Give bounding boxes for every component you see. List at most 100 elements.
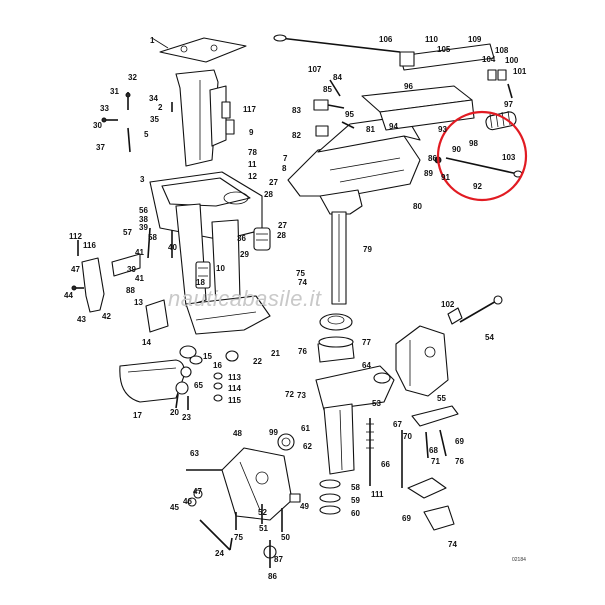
part-clamp-bolt [447, 295, 503, 325]
callout-label: 34 [149, 94, 158, 103]
callout-label: 33 [100, 104, 109, 113]
callout-label: 27 [269, 178, 278, 187]
callout-label: 40 [168, 243, 177, 252]
part-rings [319, 479, 341, 515]
callout-label: 76 [455, 457, 464, 466]
callout-label: 15 [203, 352, 212, 361]
callout-label: 62 [303, 442, 312, 451]
callout-label: 95 [345, 110, 354, 119]
callout-label: 65 [194, 381, 203, 390]
callout-label: 72 [285, 390, 294, 399]
callout-label: 28 [277, 231, 286, 240]
callout-label: 13 [134, 298, 143, 307]
callout-label: 1 [150, 36, 155, 45]
callout-label: 74 [448, 540, 457, 549]
callout-label: 86 [268, 572, 277, 581]
callout-label: 81 [366, 125, 375, 134]
callout-label: 35 [150, 115, 159, 124]
callout-label: 69 [455, 437, 464, 446]
callout-label: 74 [298, 278, 307, 287]
callout-label: 104 [482, 55, 496, 64]
callout-label: 56 [139, 206, 148, 215]
callout-label: 41 [135, 274, 144, 283]
part-long-rod [273, 34, 401, 53]
callout-label: 9 [249, 128, 254, 137]
callout-label: 20 [170, 408, 179, 417]
callout-label: 51 [259, 524, 268, 533]
part-gear [277, 433, 295, 451]
callout-label: 113 [228, 373, 241, 382]
part-fittings [175, 366, 192, 410]
callout-label: 18 [196, 278, 205, 287]
callout-label: 39 [127, 265, 136, 274]
callout-label: 42 [102, 312, 111, 321]
callout-label: 108 [495, 46, 509, 55]
callout-label: 31 [110, 87, 119, 96]
callout-label: 77 [362, 338, 371, 347]
part-tilt-levers [407, 405, 459, 531]
part-lower-pads [145, 299, 239, 402]
callout-label: 114 [228, 384, 241, 393]
part-lower-hardware [235, 493, 301, 568]
part-lower-swivel-housing [315, 365, 395, 475]
callout-label: 2 [158, 103, 163, 112]
callout-label: 96 [404, 82, 413, 91]
callout-label: 106 [379, 35, 393, 44]
callout-label: 75 [234, 533, 243, 542]
callout-label: 105 [437, 45, 451, 54]
part-spring-bushing [147, 227, 271, 289]
callout-label: 48 [233, 429, 242, 438]
callout-label: 50 [281, 533, 290, 542]
callout-label: 99 [269, 428, 278, 437]
callout-label: 101 [513, 67, 527, 76]
callout-label: 28 [264, 190, 273, 199]
callout-label: 57 [123, 228, 132, 237]
callout-label: 8 [282, 164, 287, 173]
callout-label: 85 [323, 85, 332, 94]
part-clamp-screws [313, 79, 355, 137]
part-small-bolts [101, 92, 235, 153]
callout-label: 37 [96, 143, 105, 152]
callout-label: 102 [441, 300, 455, 309]
callout-label: 38 [139, 215, 148, 224]
callout-label: 46 [183, 497, 192, 506]
callout-label: 78 [248, 148, 257, 157]
callout-label: 86 [428, 154, 437, 163]
callout-label: 88 [126, 286, 135, 295]
callout-label: 107 [308, 65, 322, 74]
callout-label: 97 [504, 100, 513, 109]
part-bracket-plate [151, 37, 247, 63]
callout-label: 60 [351, 509, 360, 518]
callout-label: 100 [505, 56, 519, 65]
callout-label: 94 [389, 122, 398, 131]
callout-label: 112 [69, 232, 82, 241]
callout-label: 93 [438, 125, 447, 134]
part-exhaust-cover [119, 359, 185, 403]
part-tilt-spring [485, 110, 517, 131]
callout-label: 90 [452, 145, 461, 154]
callout-label: 5 [144, 130, 149, 139]
callout-label: 103 [502, 153, 516, 162]
callout-label: 76 [298, 347, 307, 356]
callout-label: 89 [424, 169, 433, 178]
callout-label: 49 [300, 502, 309, 511]
callout-label: 43 [77, 315, 86, 324]
callout-label: 27 [278, 221, 287, 230]
part-rubber-mounts [317, 313, 355, 363]
callout-label: 98 [469, 139, 478, 148]
callout-label: 17 [133, 411, 142, 420]
callout-label: 22 [253, 357, 262, 366]
callout-label: 58 [351, 483, 360, 492]
part-upper-column [175, 69, 227, 167]
callout-label: 44 [64, 291, 73, 300]
callout-label: 32 [128, 73, 137, 82]
callout-label: 36 [237, 234, 246, 243]
callout-label: 91 [441, 173, 450, 182]
callout-label: 70 [403, 432, 412, 441]
callout-label: 71 [431, 457, 440, 466]
callout-label: 7 [283, 154, 288, 163]
callout-label: 116 [83, 241, 96, 250]
callout-label: 3 [140, 175, 145, 184]
callout-label: 79 [363, 245, 372, 254]
